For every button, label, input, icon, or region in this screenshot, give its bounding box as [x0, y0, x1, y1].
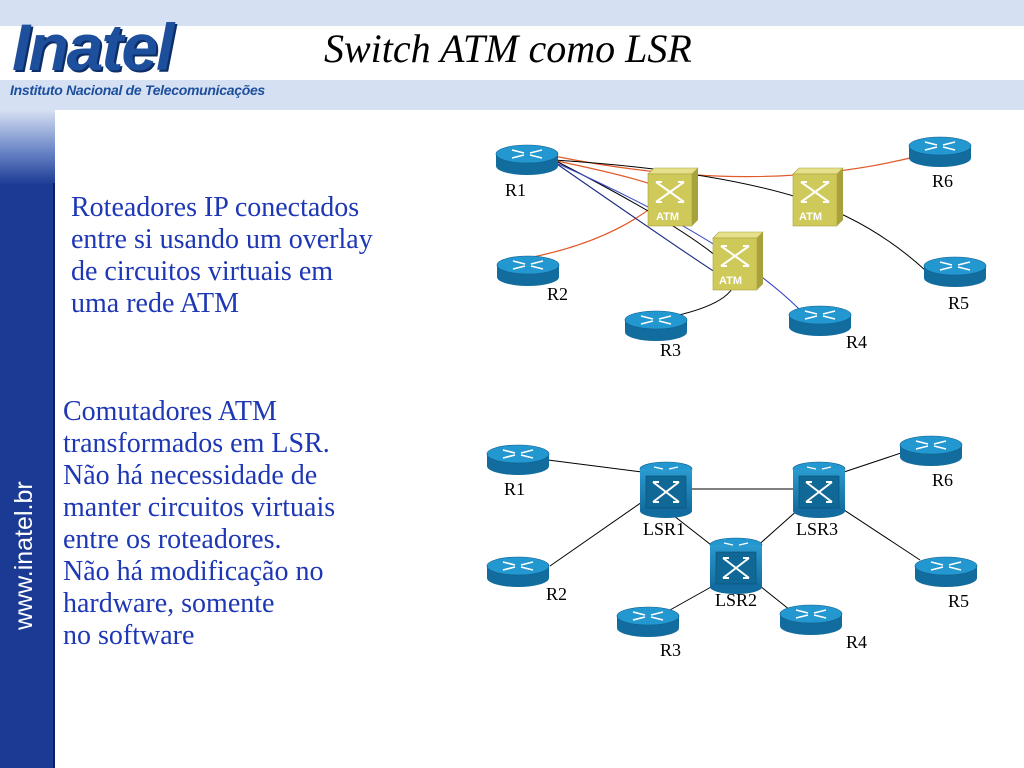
link — [549, 501, 643, 567]
router-r1 — [486, 444, 550, 476]
sidebar-url: www.inatel.br — [10, 481, 38, 630]
router-label: R6 — [932, 470, 953, 490]
link — [834, 449, 911, 476]
router-label: R2 — [547, 284, 568, 304]
router-r6 — [899, 435, 963, 467]
paragraph-line: Não há modificação no — [63, 556, 324, 587]
atm-switch-label: ATM — [719, 275, 742, 287]
router-label: R3 — [660, 340, 681, 360]
router-r3 — [624, 310, 688, 342]
paragraph-line: Não há necessidade de — [63, 460, 318, 491]
sidebar-divider — [53, 183, 55, 768]
header: Inatel Instituto Nacional de Telecomunic… — [0, 0, 1024, 110]
vc-link — [553, 161, 801, 311]
router-label: R1 — [505, 180, 526, 200]
router-r2 — [496, 255, 560, 287]
logo-subtitle: Instituto Nacional de Telecomunicações — [10, 82, 265, 98]
inatel-logo: Inatel Instituto Nacional de Telecomunic… — [10, 14, 310, 104]
paragraph-line: entre si usando um overlay — [71, 224, 373, 255]
link — [547, 459, 643, 473]
router-label: R5 — [948, 591, 969, 611]
router-r6 — [908, 136, 972, 168]
router-label: R3 — [660, 640, 681, 660]
router-r5 — [914, 556, 978, 588]
lsr-network-diagram: R1 R2 R3 R4 R5 R6 LSR1 LSR2 LSR3 — [486, 435, 978, 660]
paragraph-line: hardware, somente — [63, 588, 275, 619]
paragraph-line: manter circuitos virtuais — [63, 492, 336, 523]
paragraph-line: de circuitos virtuais em — [71, 256, 334, 287]
router-label: R4 — [846, 332, 867, 352]
lsr-label: LSR1 — [643, 519, 685, 539]
paragraph-lsr: Comutadores ATM transformados em LSR. Nã… — [63, 396, 335, 652]
paragraph-line: no software — [63, 620, 195, 651]
network-diagrams: ATM ATM ATM R1 R2 R3 R4 R5 R6 — [486, 136, 987, 660]
sidebar: www.inatel.br — [0, 110, 55, 768]
router-label: R1 — [504, 479, 525, 499]
lsr-label: LSR2 — [715, 590, 757, 610]
atm-switch-label: ATM — [656, 211, 679, 223]
vc-link — [553, 149, 941, 178]
router-label: R4 — [846, 632, 867, 652]
link — [837, 505, 921, 561]
vc-link — [553, 159, 736, 321]
header-bottom-band — [0, 80, 1024, 110]
paragraph-line: Comutadores ATM — [63, 396, 277, 427]
router-r4 — [779, 604, 843, 636]
lsr-switch-lsr2 — [709, 537, 763, 595]
link — [754, 507, 801, 549]
atm-switch-label: ATM — [799, 211, 822, 223]
paragraph-line: transformados em LSR. — [63, 428, 330, 459]
paragraph-line: Roteadores IP conectados — [71, 192, 360, 223]
router-label: R2 — [546, 584, 567, 604]
lsr-switch-lsr1 — [639, 461, 693, 519]
logo-wordmark: Inatel — [12, 10, 174, 84]
router-r1 — [495, 144, 559, 176]
paragraph-line: uma rede ATM — [71, 288, 239, 319]
router-r4 — [788, 305, 852, 337]
router-r2 — [486, 556, 550, 588]
header-top-band — [0, 0, 1024, 26]
router-label: R5 — [948, 293, 969, 313]
lsr-label: LSR3 — [796, 519, 838, 539]
paragraph-line: entre os roteadores. — [63, 524, 282, 555]
router-r3 — [616, 606, 680, 638]
router-label: R6 — [932, 171, 953, 191]
overlay-network-diagram: ATM ATM ATM R1 R2 R3 R4 R5 R6 — [495, 136, 987, 360]
paragraph-overlay: Roteadores IP conectados entre si usando… — [71, 192, 373, 320]
router-r5 — [923, 256, 987, 288]
slide-title: Switch ATM como LSR — [324, 26, 692, 71]
lsr-switch-lsr3 — [792, 461, 846, 519]
